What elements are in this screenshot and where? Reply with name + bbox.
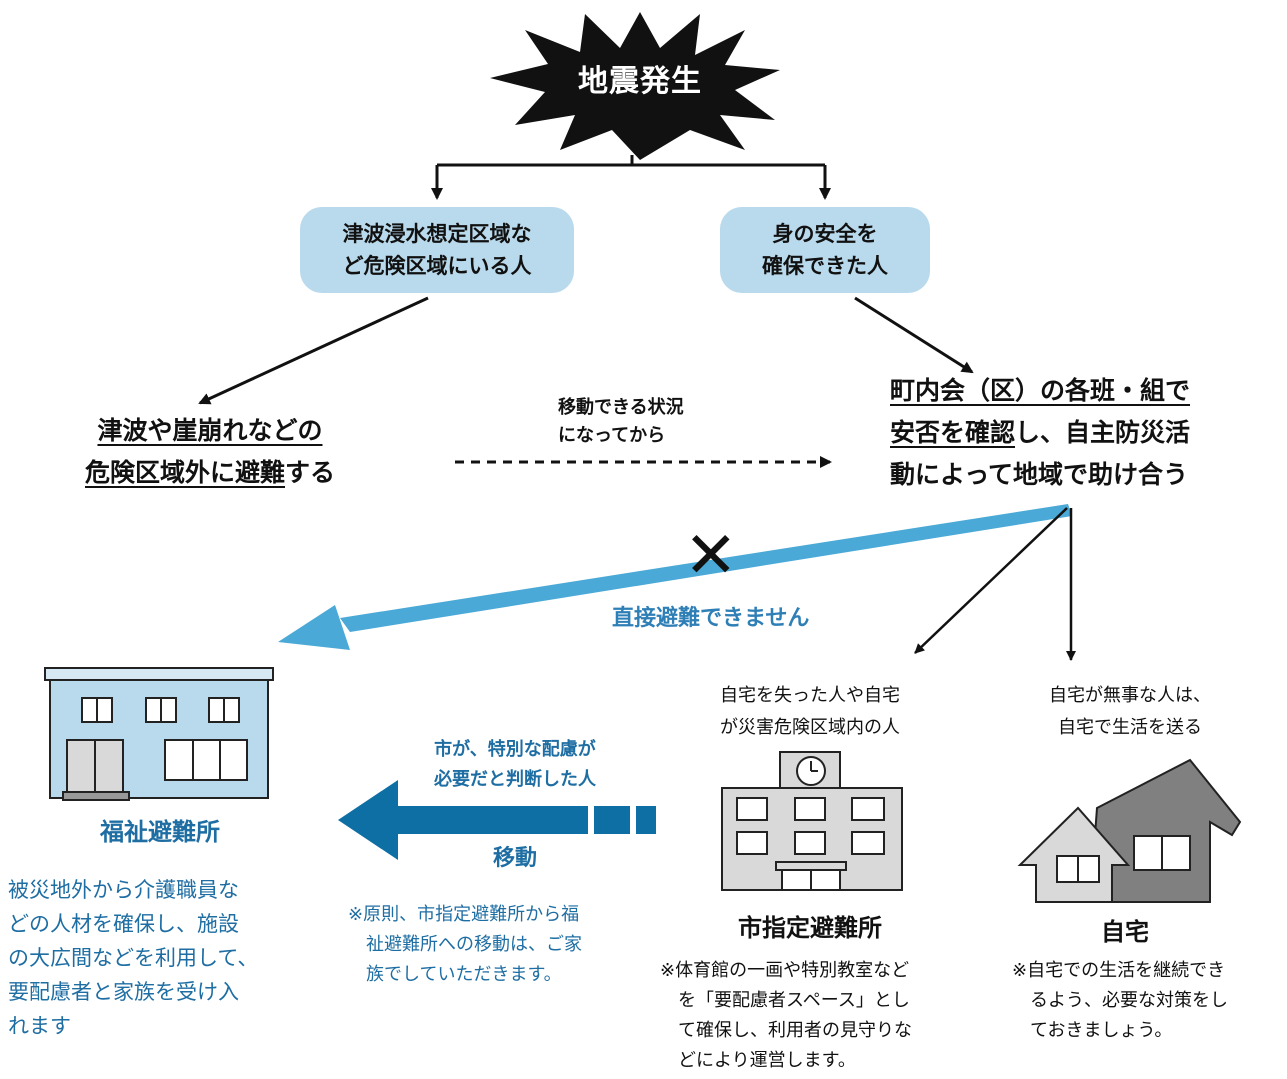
direct-no-label: 直接避難できません	[612, 606, 810, 631]
pill-safe: 身の安全を 確保できた人	[720, 207, 930, 293]
house-icon	[1017, 758, 1242, 903]
pill-danger-area: 津波浸水想定区域な ど危険区域にいる人	[300, 207, 574, 293]
welfare-desc-line: どの人材を確保し、施設	[8, 912, 239, 936]
home-caption-line2: 自宅で生活を送る	[1058, 717, 1202, 738]
right-action-line3: 動によって地域で助け合う	[890, 460, 1189, 489]
move-note-line: 族でしていただきます。	[366, 964, 562, 985]
move-arrow	[338, 780, 656, 860]
city-shelter-caption: 自宅を失った人や自宅 が災害危険区域内の人	[680, 680, 940, 744]
dashed-label-line1: 移動できる状況	[558, 397, 684, 418]
welfare-building-icon	[44, 667, 274, 801]
home-title: 自宅	[1101, 918, 1149, 946]
home-note: ※自宅での生活を継続でき るよう、必要な対策をし ておきましょう。	[1012, 956, 1284, 1046]
move-note-line: 祉避難所への移動は、ご家	[366, 934, 582, 955]
home-note-line: るよう、必要な対策をし	[1030, 990, 1228, 1011]
move-label: 移動	[492, 846, 537, 871]
left-action-line2-rest: する	[285, 458, 336, 487]
city-note-line: ※体育館の一画や特別教室など	[660, 960, 910, 981]
city-note-line: を「要配慮者スペース」とし	[678, 990, 910, 1011]
city-note-line: どにより運営します。	[678, 1050, 856, 1071]
city-shelter-title: 市指定避難所	[738, 914, 882, 942]
pill-danger-line2: ど危険区域にいる人	[342, 254, 532, 278]
home-note-line: ※自宅での生活を継続でき	[1012, 960, 1226, 981]
left-action: 津波や崖崩れなどの 危険区域外に避難する	[60, 410, 360, 494]
arrow-to-right-action	[854, 296, 974, 374]
home-caption-line1: 自宅が無事な人は、	[1049, 685, 1211, 706]
pill-danger-line1: 津波浸水想定区域な	[342, 222, 532, 246]
welfare-desc-line: の大広間などを利用して、	[8, 946, 259, 970]
top-connector	[431, 155, 831, 200]
arrow-to-left-action	[198, 296, 429, 405]
right-action-line1: 町内会（区）の各班・組で	[890, 376, 1191, 405]
burst-label: 地震発生	[578, 64, 702, 99]
dashed-label-line2: になってから	[558, 425, 666, 446]
move-note-line: ※原則、市指定避難所から福	[348, 904, 580, 925]
city-caption-line1: 自宅を失った人や自宅	[720, 685, 900, 706]
city-shelter-note: ※体育館の一画や特別教室など を「要配慮者スペース」とし て確保し、利用者の見守…	[660, 956, 960, 1076]
pill-safe-line1: 身の安全を	[772, 222, 878, 246]
school-building-icon	[721, 751, 903, 891]
home-caption: 自宅が無事な人は、 自宅で生活を送る	[1010, 680, 1250, 744]
branch-arrows	[914, 507, 1076, 661]
city-caption-line2: が災害危険区域内の人	[720, 717, 900, 738]
pill-safe-line2: 確保できた人	[762, 254, 888, 278]
explosion-burst-icon	[490, 12, 780, 160]
welfare-desc: 被災地外から介護職員な どの人材を確保し、施設 の大広間などを利用して、 要配慮…	[8, 873, 308, 1043]
welfare-desc-line: 要配慮者と家族を受け入	[8, 980, 239, 1004]
cross-icon: ✕	[684, 519, 738, 593]
move-caption: 市が、特別な配慮が 必要だと判断した人	[400, 735, 630, 795]
move-caption-line1: 市が、特別な配慮が	[434, 739, 596, 760]
home-note-line: ておきましょう。	[1030, 1020, 1173, 1041]
move-caption-line2: 必要だと判断した人	[434, 769, 596, 790]
direct-evacuation-arrow	[278, 504, 1072, 650]
welfare-title: 福祉避難所	[100, 818, 220, 846]
welfare-desc-line: れます	[8, 1014, 71, 1038]
left-action-line2-underlined: 危険区域外に避難	[84, 458, 285, 487]
move-note: ※原則、市指定避難所から福 祉避難所への移動は、ご家 族でしていただきます。	[348, 900, 648, 990]
dashed-label: 移動できる状況 になってから	[558, 394, 684, 450]
city-note-line: て確保し、利用者の見守りな	[678, 1020, 912, 1041]
right-action: 町内会（区）の各班・組で 安否を確認し、自主防災活 動によって地域で助け合う	[890, 370, 1250, 496]
right-action-line2-rest: し、自主防災活	[1015, 418, 1191, 447]
left-action-line1: 津波や崖崩れなどの	[97, 416, 323, 445]
right-action-line2-underlined: 安否を確認	[890, 418, 1016, 447]
welfare-desc-line: 被災地外から介護職員な	[8, 878, 239, 902]
